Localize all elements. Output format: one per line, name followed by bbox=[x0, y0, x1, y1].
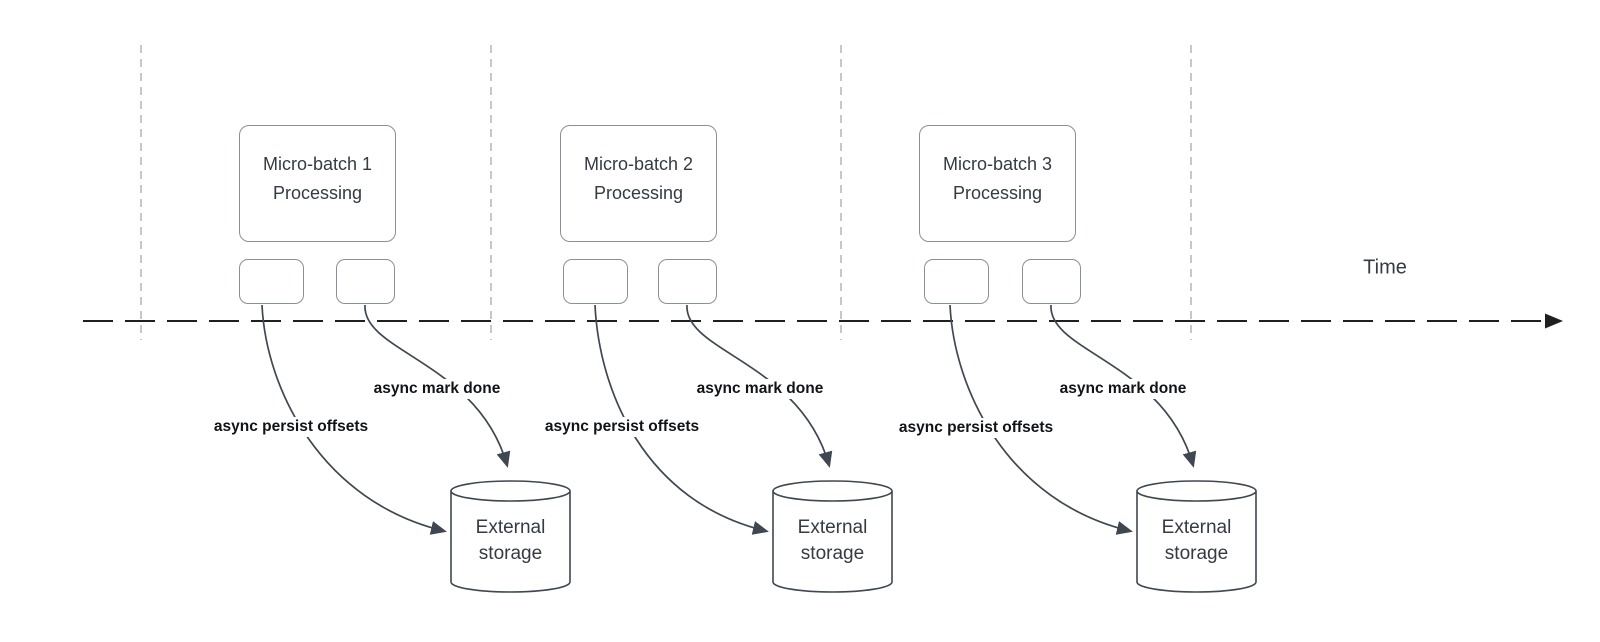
mark-done-arrow-2 bbox=[686, 304, 833, 468]
micro-batch-1-box: Micro-batch 1 Processing bbox=[239, 125, 396, 242]
micro-batch-3-box: Micro-batch 3 Processing bbox=[919, 125, 1076, 242]
time-axis-label: Time bbox=[1363, 256, 1407, 279]
persist-offsets-edge-label-2: async persist offsets bbox=[541, 417, 703, 437]
persist-offsets-arrow-1 bbox=[261, 304, 447, 535]
mark-done-task-rect-2 bbox=[658, 259, 717, 304]
persist-task-rect-3 bbox=[924, 259, 989, 304]
external-storage-cylinder-2 bbox=[772, 480, 893, 593]
mark-done-edge-label-2: async mark done bbox=[693, 379, 827, 399]
persist-offsets-edge-label-3: async persist offsets bbox=[895, 418, 1057, 438]
mark-done-task-rect-1 bbox=[336, 259, 395, 304]
micro-batch-2-box: Micro-batch 2 Processing bbox=[560, 125, 717, 242]
persist-offsets-arrow-2 bbox=[594, 304, 769, 535]
persist-offsets-edge-label-1: async persist offsets bbox=[210, 417, 372, 437]
mark-done-arrow-3 bbox=[1050, 304, 1197, 468]
external-storage-label-2: External storage bbox=[797, 517, 868, 564]
external-storage-label-1: External storage bbox=[475, 517, 546, 564]
persist-task-rect-2 bbox=[563, 259, 628, 304]
mark-done-arrow-1 bbox=[364, 304, 511, 468]
persist-offsets-arrow-3 bbox=[949, 304, 1133, 535]
external-storage-cylinder-3 bbox=[1136, 480, 1257, 593]
external-storage-label-3: External storage bbox=[1161, 517, 1232, 564]
mark-done-edge-label-1: async mark done bbox=[370, 379, 504, 399]
external-storage-cylinder-1 bbox=[450, 480, 571, 593]
mark-done-task-rect-3 bbox=[1022, 259, 1081, 304]
persist-task-rect-1 bbox=[239, 259, 304, 304]
mark-done-edge-label-3: async mark done bbox=[1056, 379, 1190, 399]
